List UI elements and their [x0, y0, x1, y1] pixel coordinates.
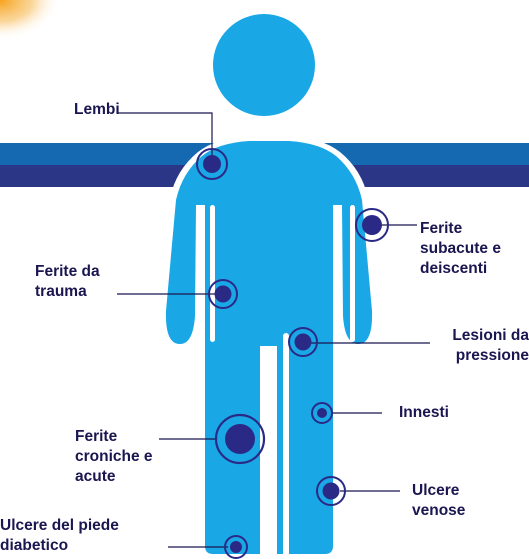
figure-head: [213, 14, 315, 116]
marker-subacute: [355, 208, 389, 242]
marker-trauma-ring: [208, 279, 238, 309]
marker-trauma: [208, 279, 238, 309]
marker-lembi: [196, 148, 228, 180]
label-lembi-line-1: Lembi: [74, 101, 120, 118]
marker-trauma-dot: [214, 285, 232, 303]
marker-croniche-ring: [214, 413, 266, 465]
marker-pressione-dot: [294, 333, 312, 351]
label-ulcere-venose-line-1: Ulcere: [412, 482, 460, 499]
marker-piede: [224, 535, 248, 559]
label-ferite-subacute: Ferite subacute e deiscenti: [420, 219, 501, 279]
label-ferite-subacute-line-2: subacute e: [420, 240, 501, 257]
label-lesioni-pressione: Lesioni da pressione: [452, 326, 529, 366]
marker-lembi-ring: [196, 148, 228, 180]
figure-body-fill: [165, 141, 373, 554]
label-ulcere-piede-line-2: diabetico: [0, 537, 69, 554]
label-ferite-croniche-line-3: acute: [75, 468, 116, 485]
marker-innesti-dot: [317, 408, 327, 418]
marker-innesti-ring: [311, 402, 333, 424]
marker-croniche: [214, 413, 266, 465]
marker-piede-dot: [230, 541, 242, 553]
marker-lembi-dot: [203, 155, 221, 173]
label-lesioni-pressione-line-2: pressione: [455, 347, 529, 364]
marker-venose: [316, 476, 346, 506]
corner-glow: [0, 0, 60, 40]
label-innesti: Innesti: [399, 403, 449, 423]
markers: [196, 148, 389, 559]
marker-subacute-ring: [355, 208, 389, 242]
label-ulcere-venose-line-2: venose: [412, 502, 466, 519]
leg-gap: [283, 333, 289, 559]
label-ferite-trauma-line-1: Ferite da: [35, 263, 100, 280]
label-ulcere-piede: Ulcere del piede diabetico: [0, 516, 119, 556]
marker-pressione-ring: [288, 327, 318, 357]
figure-body: [159, 136, 380, 559]
label-lembi: Lembi: [74, 100, 120, 120]
label-innesti-line-1: Innesti: [399, 404, 449, 421]
marker-piede-ring: [224, 535, 248, 559]
label-ulcere-piede-line-1: Ulcere del piede: [0, 517, 119, 534]
label-ferite-subacute-line-1: Ferite: [420, 220, 463, 237]
left-arm-gap: [210, 205, 215, 342]
marker-venose-dot: [322, 482, 340, 500]
label-ferite-trauma-line-2: trauma: [35, 283, 87, 300]
marker-croniche-dot: [225, 424, 255, 454]
label-ferite-croniche-line-1: Ferite: [75, 428, 118, 445]
marker-innesti: [311, 402, 333, 424]
leader-line-lembi: [117, 112, 213, 160]
marker-pressione: [288, 327, 318, 357]
label-ulcere-venose: Ulcere venose: [412, 481, 465, 521]
leader-lines: [117, 112, 430, 548]
label-ferite-trauma: Ferite da trauma: [35, 262, 100, 302]
label-ferite-croniche: Ferite croniche e acute: [75, 427, 153, 487]
label-lesioni-pressione-line-1: Lesioni da: [452, 327, 529, 344]
label-ferite-subacute-line-3: deiscenti: [420, 260, 488, 277]
label-ferite-croniche-line-2: croniche e: [75, 448, 153, 465]
right-arm-gap: [350, 205, 355, 342]
marker-venose-ring: [316, 476, 346, 506]
marker-subacute-dot: [362, 215, 382, 235]
